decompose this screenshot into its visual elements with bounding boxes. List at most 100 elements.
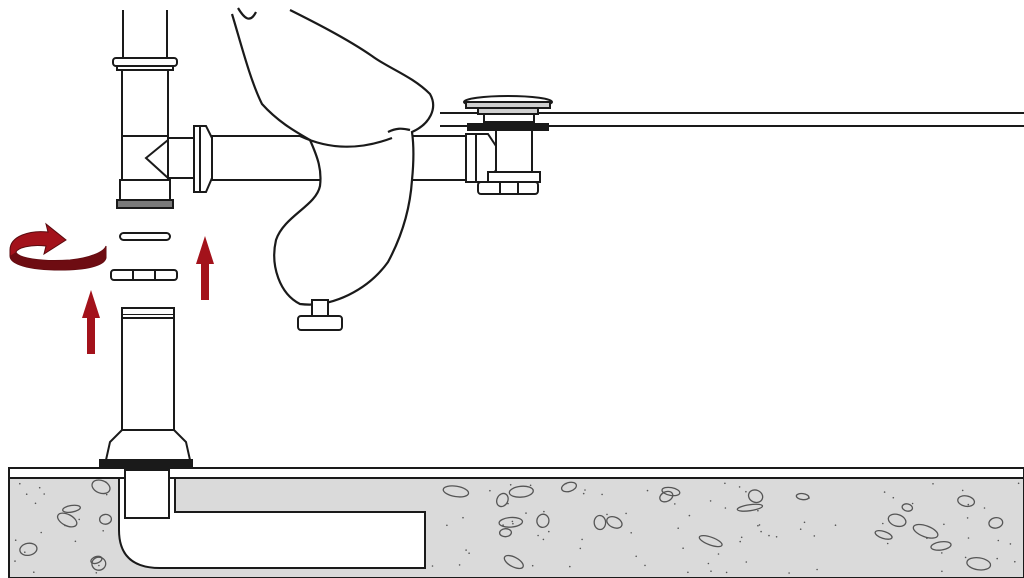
- concrete-dot: [581, 538, 583, 541]
- concrete-dot: [43, 493, 45, 495]
- concrete-dot: [543, 510, 545, 513]
- concrete-dot: [911, 502, 914, 505]
- concrete-dot: [738, 486, 741, 488]
- concrete-dot: [14, 560, 16, 562]
- concrete-dot: [745, 561, 748, 563]
- concrete-dot: [941, 570, 943, 573]
- concrete-dot: [74, 540, 77, 543]
- vertical-tailpiece: [112, 10, 178, 209]
- concrete-dot: [932, 483, 934, 485]
- concrete-dot: [102, 530, 104, 532]
- concrete-dot: [813, 535, 816, 537]
- concrete-dot: [24, 551, 26, 553]
- concrete-dot: [768, 534, 770, 537]
- rotate-arrow-icon: [9, 222, 107, 271]
- concrete-pebble: [661, 486, 681, 497]
- concrete-pebble: [930, 540, 952, 551]
- concrete-pebble: [912, 523, 939, 539]
- concrete-dot: [725, 571, 728, 574]
- concrete-dot: [983, 507, 986, 509]
- concrete-dot: [883, 491, 886, 493]
- concrete-dot: [98, 564, 100, 567]
- concrete-dot: [446, 524, 448, 527]
- concrete-pebble: [887, 513, 907, 528]
- concrete-dot: [724, 507, 727, 509]
- concrete-dot: [760, 530, 762, 533]
- up-arrow-icon: [196, 236, 214, 300]
- concrete-dot: [688, 514, 691, 517]
- concrete-dot: [105, 493, 108, 496]
- rubber-washer: [119, 232, 171, 241]
- concrete-dot: [1017, 482, 1020, 485]
- concrete-dot: [537, 534, 539, 537]
- concrete-dot: [14, 539, 17, 541]
- concrete-dot: [468, 552, 470, 554]
- concrete-dot: [19, 482, 21, 485]
- washer-set: [110, 232, 178, 281]
- floor-drain-elbow: [118, 469, 426, 569]
- concrete-pebble: [90, 555, 103, 565]
- concrete-dot: [507, 502, 509, 505]
- concrete-dot: [1009, 543, 1012, 545]
- concrete-dot: [745, 490, 747, 493]
- concrete-dot: [967, 503, 970, 506]
- concrete-dot: [710, 570, 712, 572]
- concrete-pebble: [659, 490, 674, 503]
- concrete-dot: [757, 509, 759, 512]
- concrete-dot: [757, 524, 759, 527]
- concrete-dot: [799, 528, 802, 530]
- concrete-dot: [740, 536, 743, 539]
- concrete-dot: [788, 572, 790, 574]
- concrete-dot: [707, 562, 710, 565]
- concrete-dot: [95, 572, 98, 574]
- concrete-dot: [997, 539, 1000, 542]
- concrete-dot: [964, 556, 967, 559]
- concrete-dot: [569, 565, 571, 568]
- up-arrow-icon: [82, 290, 100, 354]
- concrete-dot: [687, 571, 689, 574]
- concrete-dot: [489, 489, 491, 492]
- concrete-dot: [40, 531, 42, 534]
- concrete-dot: [565, 482, 567, 485]
- concrete-dot: [961, 489, 964, 492]
- concrete-dot: [724, 482, 726, 485]
- concrete-dot: [682, 547, 684, 549]
- concrete-pebble: [496, 492, 509, 508]
- concrete-dot: [531, 564, 534, 567]
- concrete-dot: [630, 532, 632, 534]
- concrete-pebble: [62, 504, 81, 513]
- concrete-dot: [967, 537, 970, 539]
- concrete-dot: [458, 564, 461, 566]
- concrete-dot: [674, 503, 676, 505]
- concrete-dot: [584, 489, 586, 491]
- concrete-dot: [502, 524, 504, 526]
- drain-stopper-knob: [297, 299, 343, 331]
- concrete-dot: [601, 493, 603, 496]
- concrete-dot: [646, 489, 649, 492]
- concrete-dot: [34, 502, 37, 505]
- concrete-dot: [105, 481, 107, 483]
- concrete-pebble: [19, 542, 38, 557]
- concrete-dot: [892, 496, 895, 499]
- concrete-pebble: [560, 481, 578, 493]
- concrete-dot: [606, 513, 608, 516]
- concrete-dot: [1014, 560, 1016, 563]
- concrete-pebble: [901, 503, 914, 512]
- concrete-pebble: [536, 513, 550, 529]
- concrete-dot: [462, 516, 464, 519]
- concrete-dot: [943, 523, 945, 526]
- concrete-dot: [941, 552, 943, 554]
- concrete-pebble: [874, 529, 893, 540]
- concrete-pebble: [988, 516, 1004, 529]
- concrete-pebble: [736, 503, 764, 512]
- concrete-pebble: [498, 516, 524, 528]
- concrete-pebble: [606, 515, 623, 529]
- concrete-dot: [816, 568, 818, 571]
- concrete-dot: [33, 571, 35, 573]
- concrete-dot: [548, 530, 550, 533]
- concrete-pebble: [966, 556, 992, 571]
- concrete-dot: [644, 564, 646, 567]
- concrete-dot: [775, 536, 778, 538]
